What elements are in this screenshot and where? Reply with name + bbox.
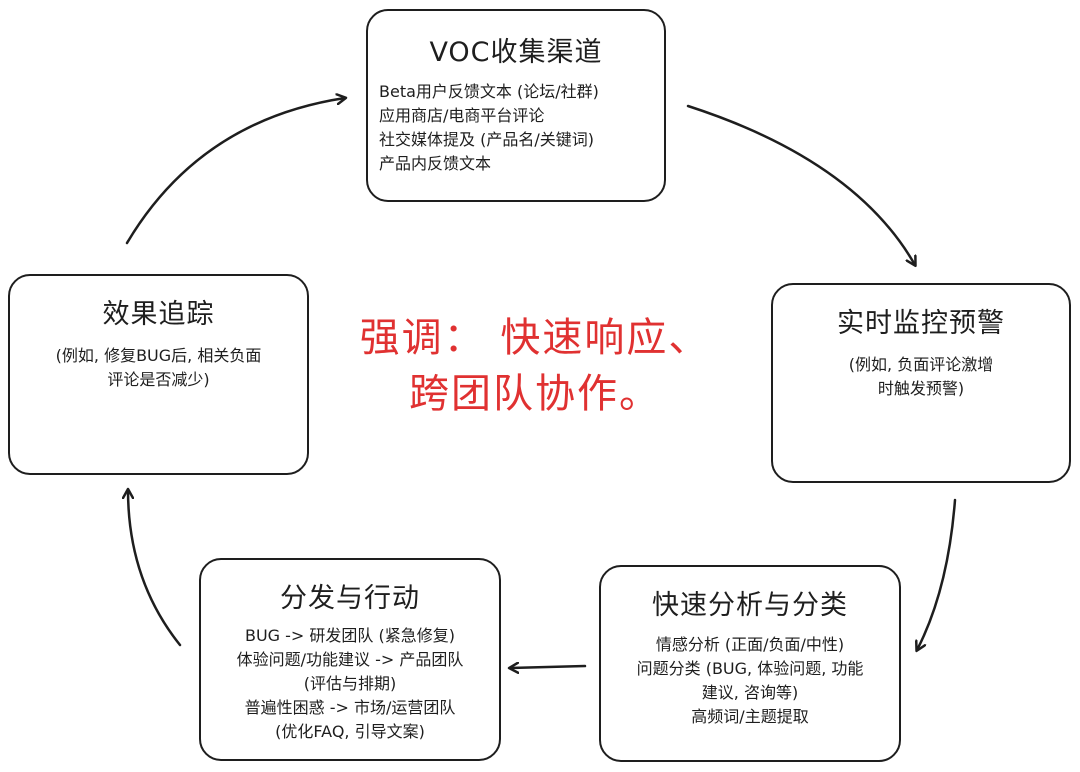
emphasis-line-2: 跨团队协作。 bbox=[409, 371, 661, 417]
node-tracking-line: (例如, 修复BUG后, 相关负面 bbox=[55, 346, 262, 365]
node-tracking-title: 效果追踪 bbox=[102, 299, 215, 330]
node-voc-line: 社交媒体提及 (产品名/关键词) bbox=[379, 130, 594, 149]
arrow-analysis-to-dispatch bbox=[510, 666, 587, 668]
node-monitor-line: (例如, 负面评论激增 bbox=[848, 355, 994, 374]
node-voc-line: 应用商店/电商平台评论 bbox=[379, 106, 545, 125]
node-dispatch-title: 分发与行动 bbox=[280, 583, 420, 614]
node-dispatch-line: 普遍性困惑 -> 市场/运营团队 bbox=[244, 698, 456, 717]
node-analysis-line: 情感分析 (正面/负面/中性) bbox=[655, 635, 845, 654]
node-analysis-line: 建议, 咨询等) bbox=[701, 683, 799, 702]
node-realtime-monitor: 实时监控预警 (例如, 负面评论激增 时触发预警) bbox=[771, 283, 1071, 483]
emphasis-line-1: 强调： 快速响应、 bbox=[359, 315, 711, 361]
node-dispatch-action: 分发与行动 BUG -> 研发团队 (紧急修复) 体验问题/功能建议 -> 产品… bbox=[199, 558, 501, 761]
node-dispatch-line: (评估与排期) bbox=[303, 674, 397, 693]
node-voc-line: 产品内反馈文本 bbox=[379, 154, 492, 173]
arrow-tracking-to-voc bbox=[125, 98, 345, 245]
arrow-monitor-to-analysis bbox=[917, 498, 957, 650]
node-voc-title: VOC收集渠道 bbox=[429, 37, 603, 68]
node-analysis-line: 问题分类 (BUG, 体验问题, 功能 bbox=[636, 659, 864, 678]
node-monitor-title: 实时监控预警 bbox=[837, 308, 1005, 339]
emphasis-note: 强调： 快速响应、 跨团队协作。 bbox=[340, 310, 730, 422]
node-voc-line: Beta用户反馈文本 (论坛/社群) bbox=[379, 82, 599, 101]
arrow-dispatch-to-tracking bbox=[128, 490, 182, 647]
node-dispatch-line: (优化FAQ, 引导文案) bbox=[275, 722, 425, 741]
node-monitor-line: 时触发预警) bbox=[877, 379, 965, 398]
node-analysis-line: 高频词/主题提取 bbox=[691, 707, 809, 726]
node-effect-tracking: 效果追踪 (例如, 修复BUG后, 相关负面 评论是否减少) bbox=[8, 274, 309, 475]
node-analysis-title: 快速分析与分类 bbox=[652, 590, 848, 621]
node-dispatch-line: BUG -> 研发团队 (紧急修复) bbox=[244, 626, 455, 645]
node-tracking-line: 评论是否减少) bbox=[107, 370, 210, 389]
node-quick-analysis: 快速分析与分类 情感分析 (正面/负面/中性) 问题分类 (BUG, 体验问题,… bbox=[599, 565, 901, 762]
node-voc-channels: VOC收集渠道 Beta用户反馈文本 (论坛/社群) 应用商店/电商平台评论 社… bbox=[366, 9, 666, 202]
arrow-voc-to-monitor bbox=[686, 104, 915, 265]
node-dispatch-line: 体验问题/功能建议 -> 产品团队 bbox=[236, 650, 464, 669]
